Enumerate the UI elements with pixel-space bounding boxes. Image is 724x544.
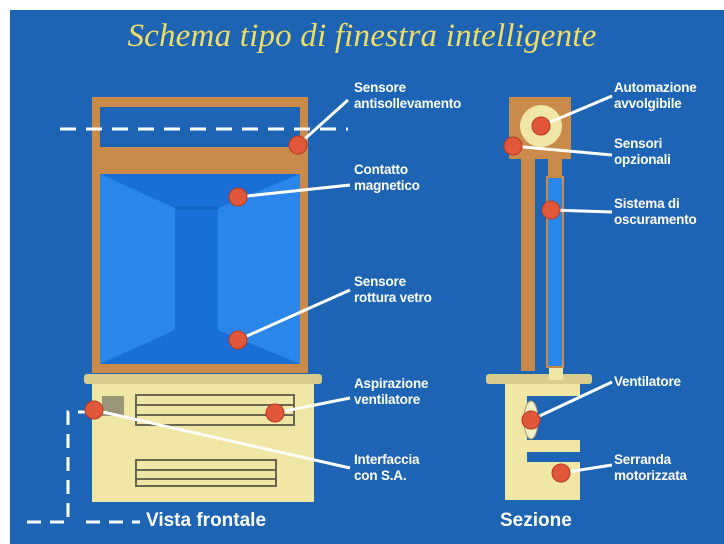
section-base-cap <box>486 374 592 384</box>
interface-plate <box>102 396 124 416</box>
dot-serranda <box>551 463 571 483</box>
label-interfaccia-line1: Interfaccia <box>354 452 420 467</box>
window-sash-right <box>218 174 300 364</box>
label-automazione-line1: Automazione <box>614 80 697 95</box>
dot-ventilatore <box>521 410 541 430</box>
dot-oscuramento <box>541 200 561 220</box>
diagram-title: Schema tipo di finestra intelligente <box>127 18 597 54</box>
label-serranda-line1: Serranda <box>614 452 671 467</box>
label-rottura-line2: rottura vetro <box>354 290 432 305</box>
label-aspirazione: Aspirazione ventilatore <box>354 376 429 408</box>
label-sensori-opzionali: Sensori opzionali <box>614 136 671 168</box>
callout-line-contatto <box>237 183 351 199</box>
callout-line-antilift <box>296 98 350 147</box>
interface-dashed-cable <box>20 410 92 524</box>
caption-sezione: Sezione <box>500 510 572 531</box>
callout-line-interfaccia <box>93 408 351 470</box>
window-frame-top-inner <box>100 107 300 147</box>
base-cap <box>84 374 322 384</box>
label-contatto-line1: Contatto <box>354 162 408 177</box>
section-frame-left <box>521 159 535 371</box>
sensor-dots <box>84 116 571 483</box>
label-rottura-vetro: Sensore rottura vetro <box>354 274 432 306</box>
label-antisollevamento: Sensore antisollevamento <box>354 80 461 112</box>
label-automazione: Automazione avvolgibile <box>614 80 697 112</box>
dot-antisollevamento <box>288 135 308 155</box>
dot-contatto-magnetico <box>228 187 248 207</box>
label-serranda: Serranda motorizzata <box>614 452 687 484</box>
label-ventilatore-line1: Ventilatore <box>614 374 681 389</box>
callout-line-ventilatore <box>530 380 613 422</box>
section-frame-right <box>548 159 562 177</box>
dot-sensori-opzionali <box>503 136 523 156</box>
label-oscuramento-line2: oscuramento <box>614 212 697 227</box>
dot-rottura-vetro <box>228 330 248 350</box>
label-rottura-line1: Sensore <box>354 274 406 289</box>
callout-line-rottura <box>237 288 351 342</box>
label-aspirazione-line1: Aspirazione <box>354 376 429 391</box>
dot-aspirazione <box>265 403 285 423</box>
label-serranda-line2: motorizzata <box>614 468 687 483</box>
base-unit <box>92 384 314 502</box>
vent-grille-lower <box>135 459 277 487</box>
label-aspirazione-line2: ventilatore <box>354 392 421 407</box>
label-automazione-line2: avvolgibile <box>614 96 682 111</box>
callout-line-automazione <box>540 94 613 128</box>
label-oscuramento-line1: Sistema di <box>614 196 680 211</box>
callout-line-oscuramento <box>550 208 613 214</box>
section-frame-gap <box>549 368 563 380</box>
label-antisollevamento-line1: Sensore <box>354 80 406 95</box>
label-interfaccia-line2: con S.A. <box>354 468 407 483</box>
callout-line-aspirazione <box>274 396 351 415</box>
shutter-slat <box>546 176 564 368</box>
label-antisollevamento-line2: antisollevamento <box>354 96 462 111</box>
label-sensori-line2: opzionali <box>614 152 671 167</box>
label-oscuramento: Sistema di oscuramento <box>614 196 697 228</box>
caption-vista-frontale: Vista frontale <box>146 510 267 531</box>
dot-automazione <box>531 116 551 136</box>
label-contatto-line2: magnetico <box>354 178 420 193</box>
dot-interfaccia <box>84 400 104 420</box>
label-contatto-magnetico: Contatto magnetico <box>354 162 420 194</box>
label-interfaccia: Interfaccia con S.A. <box>354 452 420 484</box>
callout-lines <box>93 94 613 475</box>
label-sensori-line1: Sensori <box>614 136 663 151</box>
window-sash-left <box>100 174 175 364</box>
callout-line-sensori <box>512 144 613 157</box>
label-ventilatore: Ventilatore <box>614 374 681 390</box>
